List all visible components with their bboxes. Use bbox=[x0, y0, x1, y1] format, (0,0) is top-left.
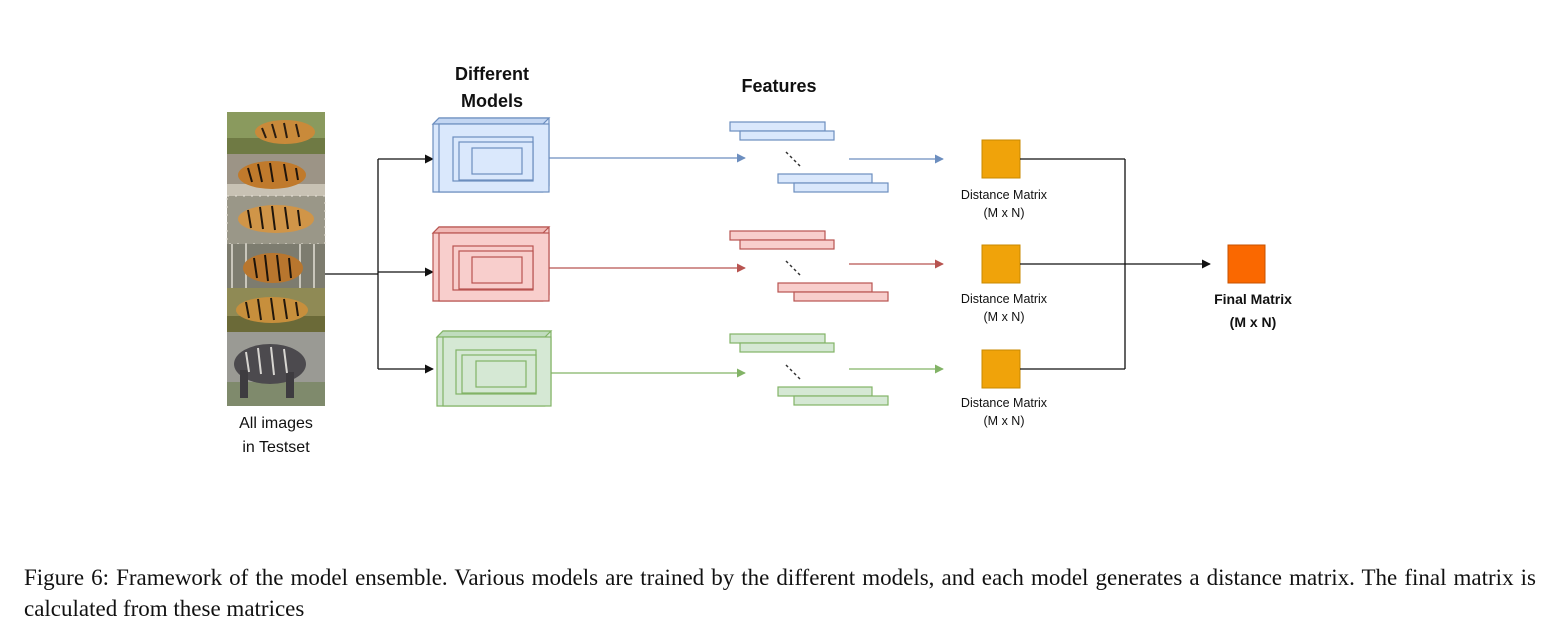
testset-image-strip bbox=[226, 112, 326, 406]
tiger-photo-1 bbox=[227, 112, 325, 154]
feature-stack-green bbox=[729, 333, 889, 406]
input-connectors bbox=[325, 154, 434, 374]
aggregation-connectors bbox=[1020, 158, 1211, 370]
tiger-photo-5 bbox=[227, 288, 325, 332]
distance-matrix-2-label-line2: (M x N) bbox=[984, 310, 1025, 324]
distance-matrix-1-label-line2: (M x N) bbox=[984, 206, 1025, 220]
distance-matrix-3-label-line1: Distance Matrix bbox=[961, 396, 1048, 410]
feature-stack-red bbox=[729, 230, 889, 302]
features-title: Features bbox=[741, 76, 816, 96]
model-block-green bbox=[435, 330, 553, 407]
final-matrix-square bbox=[1227, 244, 1266, 284]
tiger-photo-4 bbox=[227, 244, 325, 288]
feature-stack-blue bbox=[729, 121, 889, 193]
distance-matrix-1-label-line1: Distance Matrix bbox=[961, 188, 1048, 202]
ensemble-framework-diagram: All images in Testset Different Models F… bbox=[226, 64, 1292, 456]
figure-caption-label: Figure 6: bbox=[24, 565, 109, 590]
distance-matrix-2-label-line1: Distance Matrix bbox=[961, 292, 1048, 306]
distance-matrix-square-1 bbox=[981, 139, 1021, 179]
figure-caption: Figure 6: Framework of the model ensembl… bbox=[24, 562, 1536, 624]
final-matrix-label-line1: Final Matrix bbox=[1214, 291, 1292, 307]
models-title-line2: Models bbox=[461, 91, 523, 111]
distance-matrix-3-label-line2: (M x N) bbox=[984, 414, 1025, 428]
model-block-blue bbox=[431, 117, 551, 193]
model-block-red bbox=[431, 226, 551, 302]
tiger-photo-2 bbox=[227, 154, 325, 196]
final-matrix-label-line2: (M x N) bbox=[1230, 314, 1277, 330]
figure-caption-text: Framework of the model ensemble. Various… bbox=[24, 565, 1536, 621]
testset-label-line1: All images bbox=[239, 415, 313, 432]
tiger-photo-6 bbox=[227, 332, 325, 406]
tiger-photo-3 bbox=[226, 195, 326, 245]
distance-matrix-square-3 bbox=[981, 349, 1021, 389]
distance-matrix-square-2 bbox=[981, 244, 1021, 284]
models-title-line1: Different bbox=[455, 64, 529, 84]
testset-label-line2: in Testset bbox=[242, 439, 310, 456]
